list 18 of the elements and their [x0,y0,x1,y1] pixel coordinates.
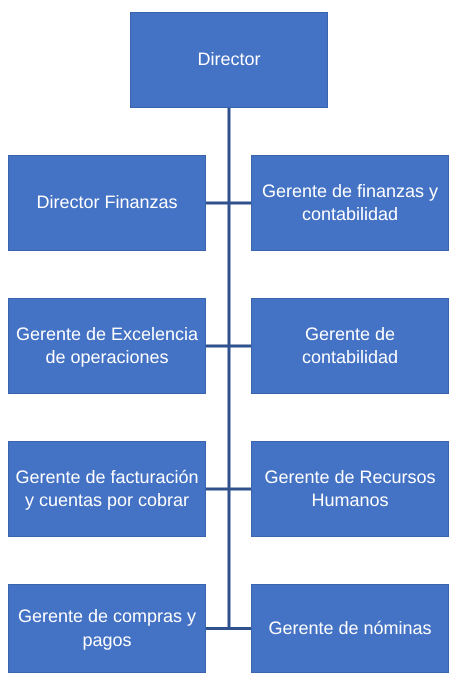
position-title: Gerente de finanzas y contabilidad [260,180,440,226]
position-title: Gerente de compras y pagos [16,605,198,652]
position-box [251,584,449,673]
position-title: Gerente de facturación y cuentas por cobrar [15,466,199,512]
position-box [251,441,449,537]
position-box [8,584,206,673]
position-title: Gerente de contabilidad [300,322,400,369]
position-title: Director Finanzas [36,191,178,214]
position-box [251,155,449,251]
position-title: Gerente de Recursos Humanos [263,466,437,512]
director-box [130,12,328,108]
position-box [8,155,206,251]
position-title: Gerente de nóminas [268,616,432,640]
position-title: Director [197,48,260,72]
position-title: Gerente de Excelencia de operaciones [15,322,199,369]
position-box [8,298,206,394]
position-box [8,441,206,537]
position-box [251,298,449,394]
